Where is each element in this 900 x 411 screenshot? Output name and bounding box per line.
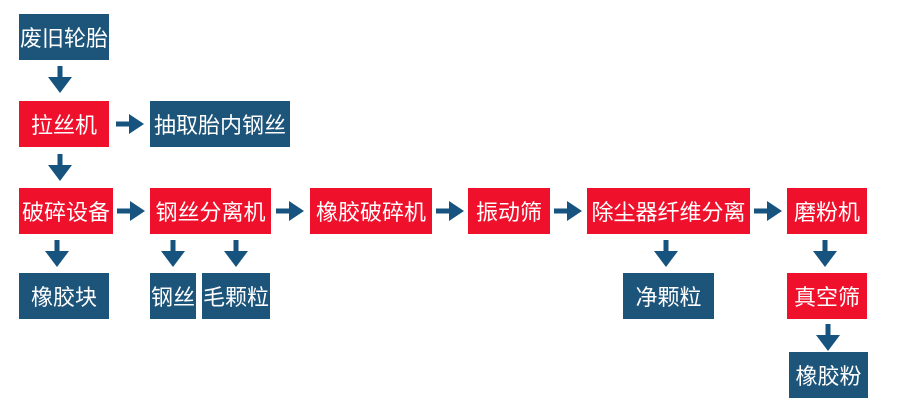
node-rubber-powder: 橡胶粉: [789, 352, 868, 398]
node-clean-granules: 净颗粒: [623, 273, 714, 319]
node-label: 废旧轮胎: [19, 26, 108, 51]
node-label: 破碎设备: [21, 200, 110, 225]
node-label: 橡胶破碎机: [315, 200, 426, 225]
node-label: 磨粉机: [793, 200, 860, 225]
node-waste-tires: 废旧轮胎: [19, 14, 109, 60]
node-label: 振动筛: [475, 200, 542, 225]
node-label: 橡胶块: [30, 285, 97, 310]
node-label: 除尘器纤维分离: [591, 200, 746, 225]
right-arrow-icon: [117, 200, 145, 222]
node-vibrating-screen: 振动筛: [468, 188, 550, 234]
down-arrow-icon: [223, 240, 249, 267]
node-label: 钢丝: [150, 285, 195, 310]
node-coarse-granules: 毛颗粒: [202, 273, 270, 319]
node-crushing-equipment: 破碎设备: [19, 188, 113, 234]
node-grinding-machine: 磨粉机: [787, 188, 867, 234]
node-steel-wire-separator: 钢丝分离机: [150, 188, 271, 234]
down-arrow-icon: [44, 240, 70, 267]
node-dust-collector-fiber-separation: 除尘器纤维分离: [587, 188, 750, 234]
right-arrow-icon: [276, 200, 304, 222]
node-extract-tire-steel-wire: 抽取胎内钢丝: [150, 101, 290, 147]
down-arrow-icon: [815, 324, 841, 351]
node-steel-wire: 钢丝: [150, 273, 196, 319]
node-label: 抽取胎内钢丝: [153, 113, 286, 138]
node-rubber-crusher: 橡胶破碎机: [310, 188, 432, 234]
node-wire-drawing-machine: 拉丝机: [19, 101, 109, 147]
down-arrow-icon: [47, 154, 73, 181]
right-arrow-icon: [754, 200, 782, 222]
right-arrow-icon: [554, 200, 582, 222]
down-arrow-icon: [47, 66, 73, 93]
down-arrow-icon: [160, 240, 186, 267]
node-rubber-block: 橡胶块: [19, 273, 109, 319]
right-arrow-icon: [116, 113, 144, 135]
node-label: 真空筛: [793, 285, 860, 310]
right-arrow-icon: [436, 200, 464, 222]
node-label: 毛颗粒: [202, 285, 269, 310]
node-label: 拉丝机: [30, 113, 97, 138]
node-label: 橡胶粉: [795, 364, 862, 389]
node-vacuum-screen: 真空筛: [787, 273, 867, 319]
node-label: 净颗粒: [635, 285, 702, 310]
node-label: 钢丝分离机: [155, 200, 266, 225]
down-arrow-icon: [653, 240, 679, 267]
down-arrow-icon: [812, 240, 838, 267]
